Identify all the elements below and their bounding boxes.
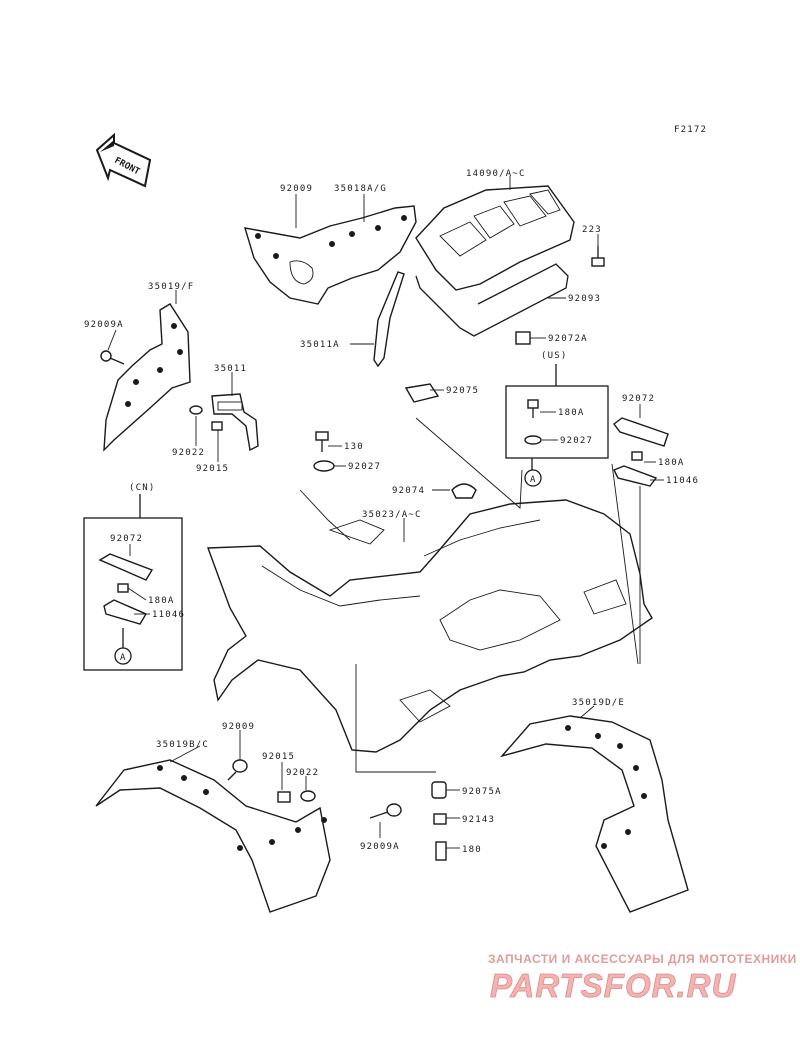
leader-92075a [355,664,436,773]
watermark: ЗАПЧАСТИ И АКСЕССУАРЫ ДЛЯ МОТОТЕХНИКИ PA… [488,952,797,1004]
region-label-us: (US) [541,351,567,361]
watermark-logo: PARTSFOR.RU [490,967,736,1004]
bolt-180 [435,841,447,861]
part-label: 11046 [152,610,185,620]
grommet-92027-center [313,460,335,472]
mudflap-35019d [499,715,689,913]
bracket-92072-right [613,417,669,447]
part-label: 35019/F [148,282,194,292]
part-label: 92022 [286,768,319,778]
figure-code: F2172 [674,125,707,135]
bolt-180a-right [631,451,643,461]
part-label: 92009 [222,722,255,732]
clip-11046-right [613,465,658,487]
watermark-tagline: ЗАПЧАСТИ И АКСЕССУАРЫ ДЛЯ МОТОТЕХНИКИ [488,952,797,966]
part-label: 92074 [392,486,425,496]
part-label: 92027 [560,436,593,446]
nut-92015-bottom [277,791,291,803]
part-label: 35011 [214,364,247,374]
clip-223 [591,246,605,267]
part-label: 223 [582,225,602,235]
damper-92072a [515,331,531,345]
part-label: 92015 [196,464,229,474]
part-label: 92009A [360,842,400,852]
mudflap-35019b [95,759,331,913]
part-label: 92143 [462,815,495,825]
cn-detail-box [83,494,183,671]
pad-92075 [404,383,440,403]
bolt-92009-bottom [227,759,248,781]
bracket-35011a [373,271,405,368]
part-label: 92009 [280,184,313,194]
us-detail-box [505,364,609,487]
part-label: 92072 [110,534,143,544]
grommet-92143 [433,813,447,825]
part-label: 14090/A~C [466,169,526,179]
rear-fender-35023 [207,489,653,753]
part-label: 92009A [84,320,124,330]
callout-a-cn: A [120,653,127,663]
part-label: 130 [344,442,364,452]
bolt-92009a-bottom [369,803,402,819]
cover-14090 [415,185,575,291]
part-label: 92022 [172,448,205,458]
bolt-92009a-left [100,350,125,365]
washer-92022-left [189,405,203,415]
gasket-92093 [415,263,569,337]
collar-92075a [431,781,447,799]
part-label: 180A [658,458,684,468]
nut-92015-left [211,421,223,431]
side-cover-35018 [244,205,417,305]
part-label: 180A [148,596,174,606]
part-label: 35011A [300,340,340,350]
cap-92074 [451,483,477,499]
leader-right-lines [611,463,641,665]
part-label: 92072 [622,394,655,404]
part-label: 180 [462,845,482,855]
part-label: 180A [558,408,584,418]
callout-a-us: A [530,475,537,485]
part-label: 92093 [568,294,601,304]
part-label: 92072A [548,334,588,344]
region-label-cn: (CN) [129,483,155,493]
washer-92022-bottom [300,790,316,802]
bolt-130 [315,431,329,452]
label-leaders [107,176,664,849]
part-label: 92075 [446,386,479,396]
part-label: 92015 [262,752,295,762]
leader-tank-lines [415,417,523,509]
part-label: 35019D/E [572,698,625,708]
part-label: 35023/A~C [362,510,422,520]
part-label: 35019B/C [156,740,209,750]
part-label: 92027 [348,462,381,472]
part-label: 35018A/G [334,184,387,194]
bracket-35011 [211,393,259,452]
part-label: 92075A [462,787,502,797]
bracket-35019f [103,303,191,452]
front-direction-arrow: FRONT [95,132,152,188]
part-label: 11046 [666,476,699,486]
